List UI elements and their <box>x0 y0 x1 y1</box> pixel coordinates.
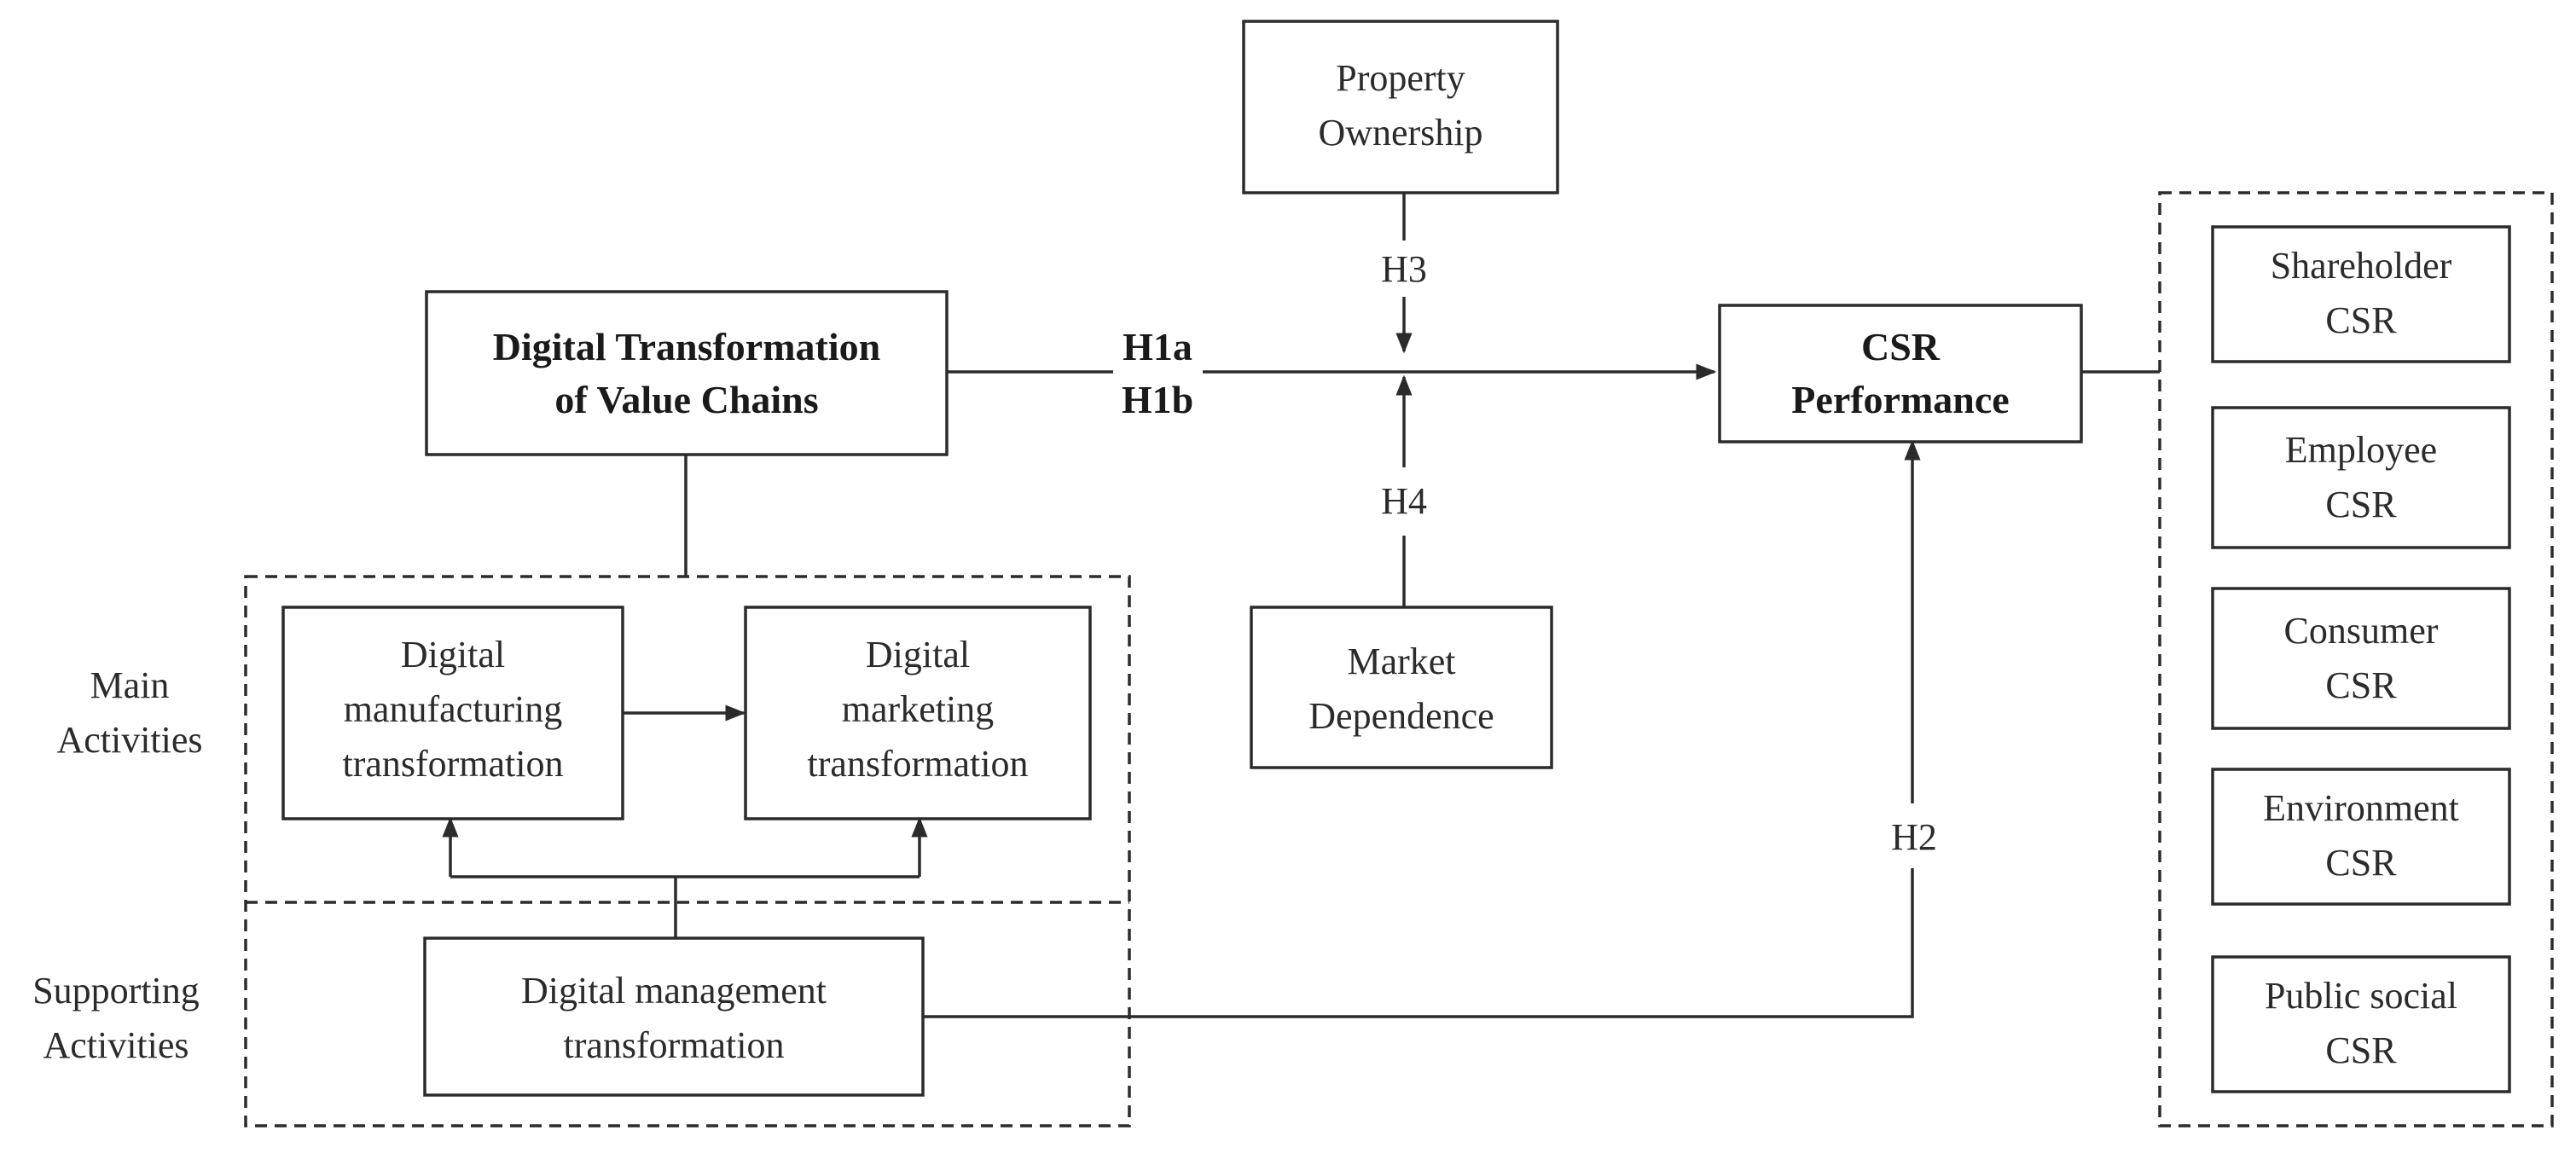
environment-csr-box <box>2211 768 2511 906</box>
value-chain-activities-group <box>244 575 1131 1128</box>
employee-csr-label-line1: Employee <box>2285 429 2437 471</box>
csr-performance-box <box>1718 304 2083 443</box>
consumer-csr-label-line1: Consumer <box>2284 610 2439 652</box>
h4-label: H4 <box>1381 480 1427 522</box>
dtvc-label-line2: of Value Chains <box>554 378 818 421</box>
property-label-line2: Ownership <box>1318 112 1482 154</box>
marketing-label-line1: Digital <box>866 634 970 675</box>
environment-csr-label-line1: Environment <box>2263 787 2459 829</box>
h2-connector-lower <box>923 868 1914 1018</box>
main-activities-label-line1: Main <box>90 664 170 706</box>
environment-csr-label-line2: CSR <box>2325 842 2397 884</box>
manufacturing-label-line1: Digital <box>401 634 505 675</box>
csr-dimensions-group <box>2158 191 2554 1128</box>
csr-dimension-employee: Employee CSR <box>2211 406 2511 549</box>
h1b-label: H1b <box>1122 378 1193 421</box>
supporting-activities-label-line1: Supporting <box>32 970 200 1012</box>
csr-dimension-public-social: Public social CSR <box>2211 955 2511 1093</box>
employee-csr-label-line2: CSR <box>2325 484 2397 525</box>
public-social-csr-box <box>2211 955 2511 1093</box>
h3-label: H3 <box>1381 248 1427 290</box>
shareholder-csr-label-line2: CSR <box>2325 299 2397 341</box>
consumer-csr-box <box>2211 587 2511 730</box>
digital-manufacturing-box <box>281 606 624 820</box>
market-label-line2: Dependence <box>1308 695 1494 737</box>
csr-dimension-environment: Environment CSR <box>2211 768 2511 906</box>
shareholder-csr-box <box>2211 225 2511 363</box>
manufacturing-label-line2: manufacturing <box>344 688 563 730</box>
h1a-label: H1a <box>1123 325 1192 368</box>
consumer-csr-label-line2: CSR <box>2325 664 2397 706</box>
management-label-line2: transformation <box>563 1024 784 1066</box>
csr-performance-label-line1: CSR <box>1861 325 1941 368</box>
digital-management-box <box>423 936 925 1097</box>
digital-marketing-box <box>744 606 1092 820</box>
h2-label: H2 <box>1891 816 1937 858</box>
employee-csr-box <box>2211 406 2511 549</box>
market-dependence-box <box>1250 606 1553 769</box>
csr-dimension-shareholder: Shareholder CSR <box>2211 225 2511 363</box>
main-activities-label-line2: Activities <box>56 719 202 761</box>
csr-dimension-consumer: Consumer CSR <box>2211 587 2511 730</box>
public-social-csr-label-line1: Public social <box>2265 975 2457 1017</box>
marketing-label-line2: marketing <box>842 688 994 730</box>
shareholder-csr-label-line1: Shareholder <box>2271 245 2452 287</box>
dtvc-box <box>425 290 949 456</box>
supporting-activities-label-line2: Activities <box>43 1024 189 1066</box>
manufacturing-label-line3: transformation <box>342 743 563 785</box>
management-label-line1: Digital management <box>521 970 827 1012</box>
property-label-line1: Property <box>1336 57 1465 99</box>
marketing-label-line3: transformation <box>807 743 1028 785</box>
property-ownership-box <box>1242 20 1559 194</box>
csr-performance-label-line2: Performance <box>1791 378 2009 421</box>
market-label-line1: Market <box>1347 641 1455 682</box>
dtvc-label-line1: Digital Transformation <box>493 325 880 368</box>
public-social-csr-label-line2: CSR <box>2325 1029 2397 1071</box>
